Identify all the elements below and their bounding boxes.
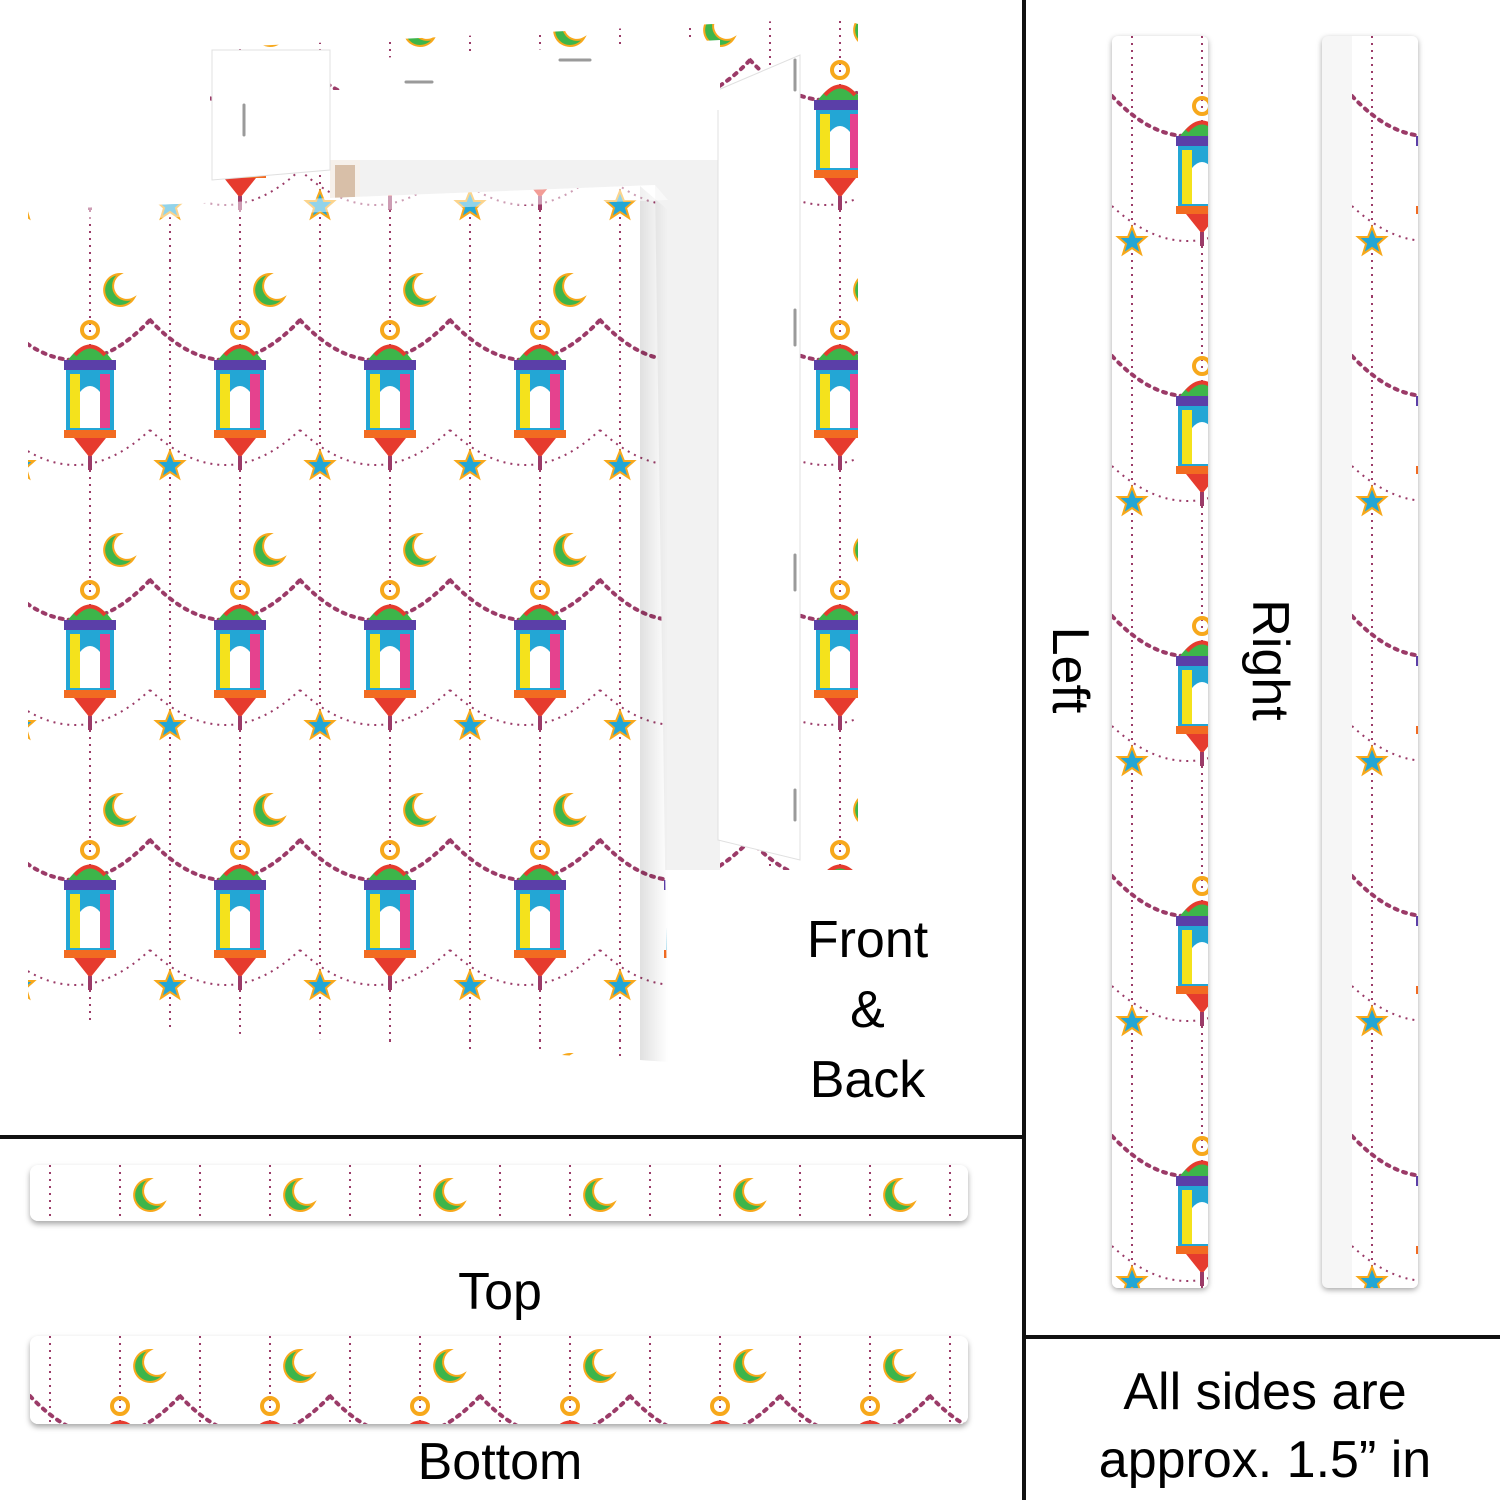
note-line-2: approx. 1.5” in <box>1098 1431 1432 1489</box>
canvas-mockup <box>0 0 880 1070</box>
left-label: Left <box>1041 626 1099 714</box>
bottom-label: Bottom <box>417 1433 583 1491</box>
horizontal-divider-left <box>0 1135 1024 1139</box>
dimensions-note: All sides are approx. 1.5” in <box>1030 1358 1500 1494</box>
right-side-strip <box>1322 36 1418 1288</box>
ampersand-label-line: & <box>850 981 885 1039</box>
left-side-strip <box>1112 36 1208 1288</box>
vertical-divider <box>1022 0 1026 1500</box>
front-back-label: Front & Back <box>760 905 975 1115</box>
canvas-front-face <box>28 185 668 1062</box>
note-line-1: All sides are <box>1123 1363 1407 1421</box>
front-label-line: Front <box>806 911 929 969</box>
right-label: Right <box>1241 599 1299 721</box>
top-side-strip <box>30 1165 968 1221</box>
horizontal-divider-right <box>1024 1335 1500 1339</box>
bottom-side-strip <box>30 1336 968 1424</box>
top-label: Top <box>458 1263 542 1321</box>
back-label-line: Back <box>809 1051 926 1109</box>
